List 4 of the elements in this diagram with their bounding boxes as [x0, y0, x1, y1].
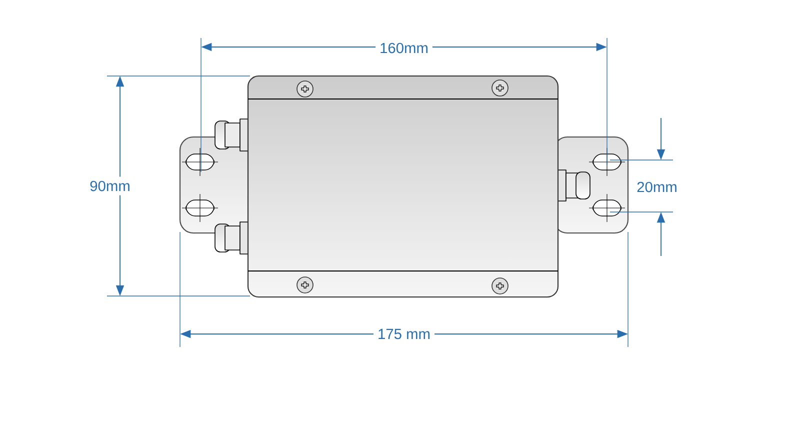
dimension-label: 90mm: [86, 176, 134, 196]
dimension-label: 175 mm: [374, 324, 434, 344]
dimension-label: 160mm: [376, 38, 432, 58]
dimension-label: 20mm: [632, 178, 682, 196]
